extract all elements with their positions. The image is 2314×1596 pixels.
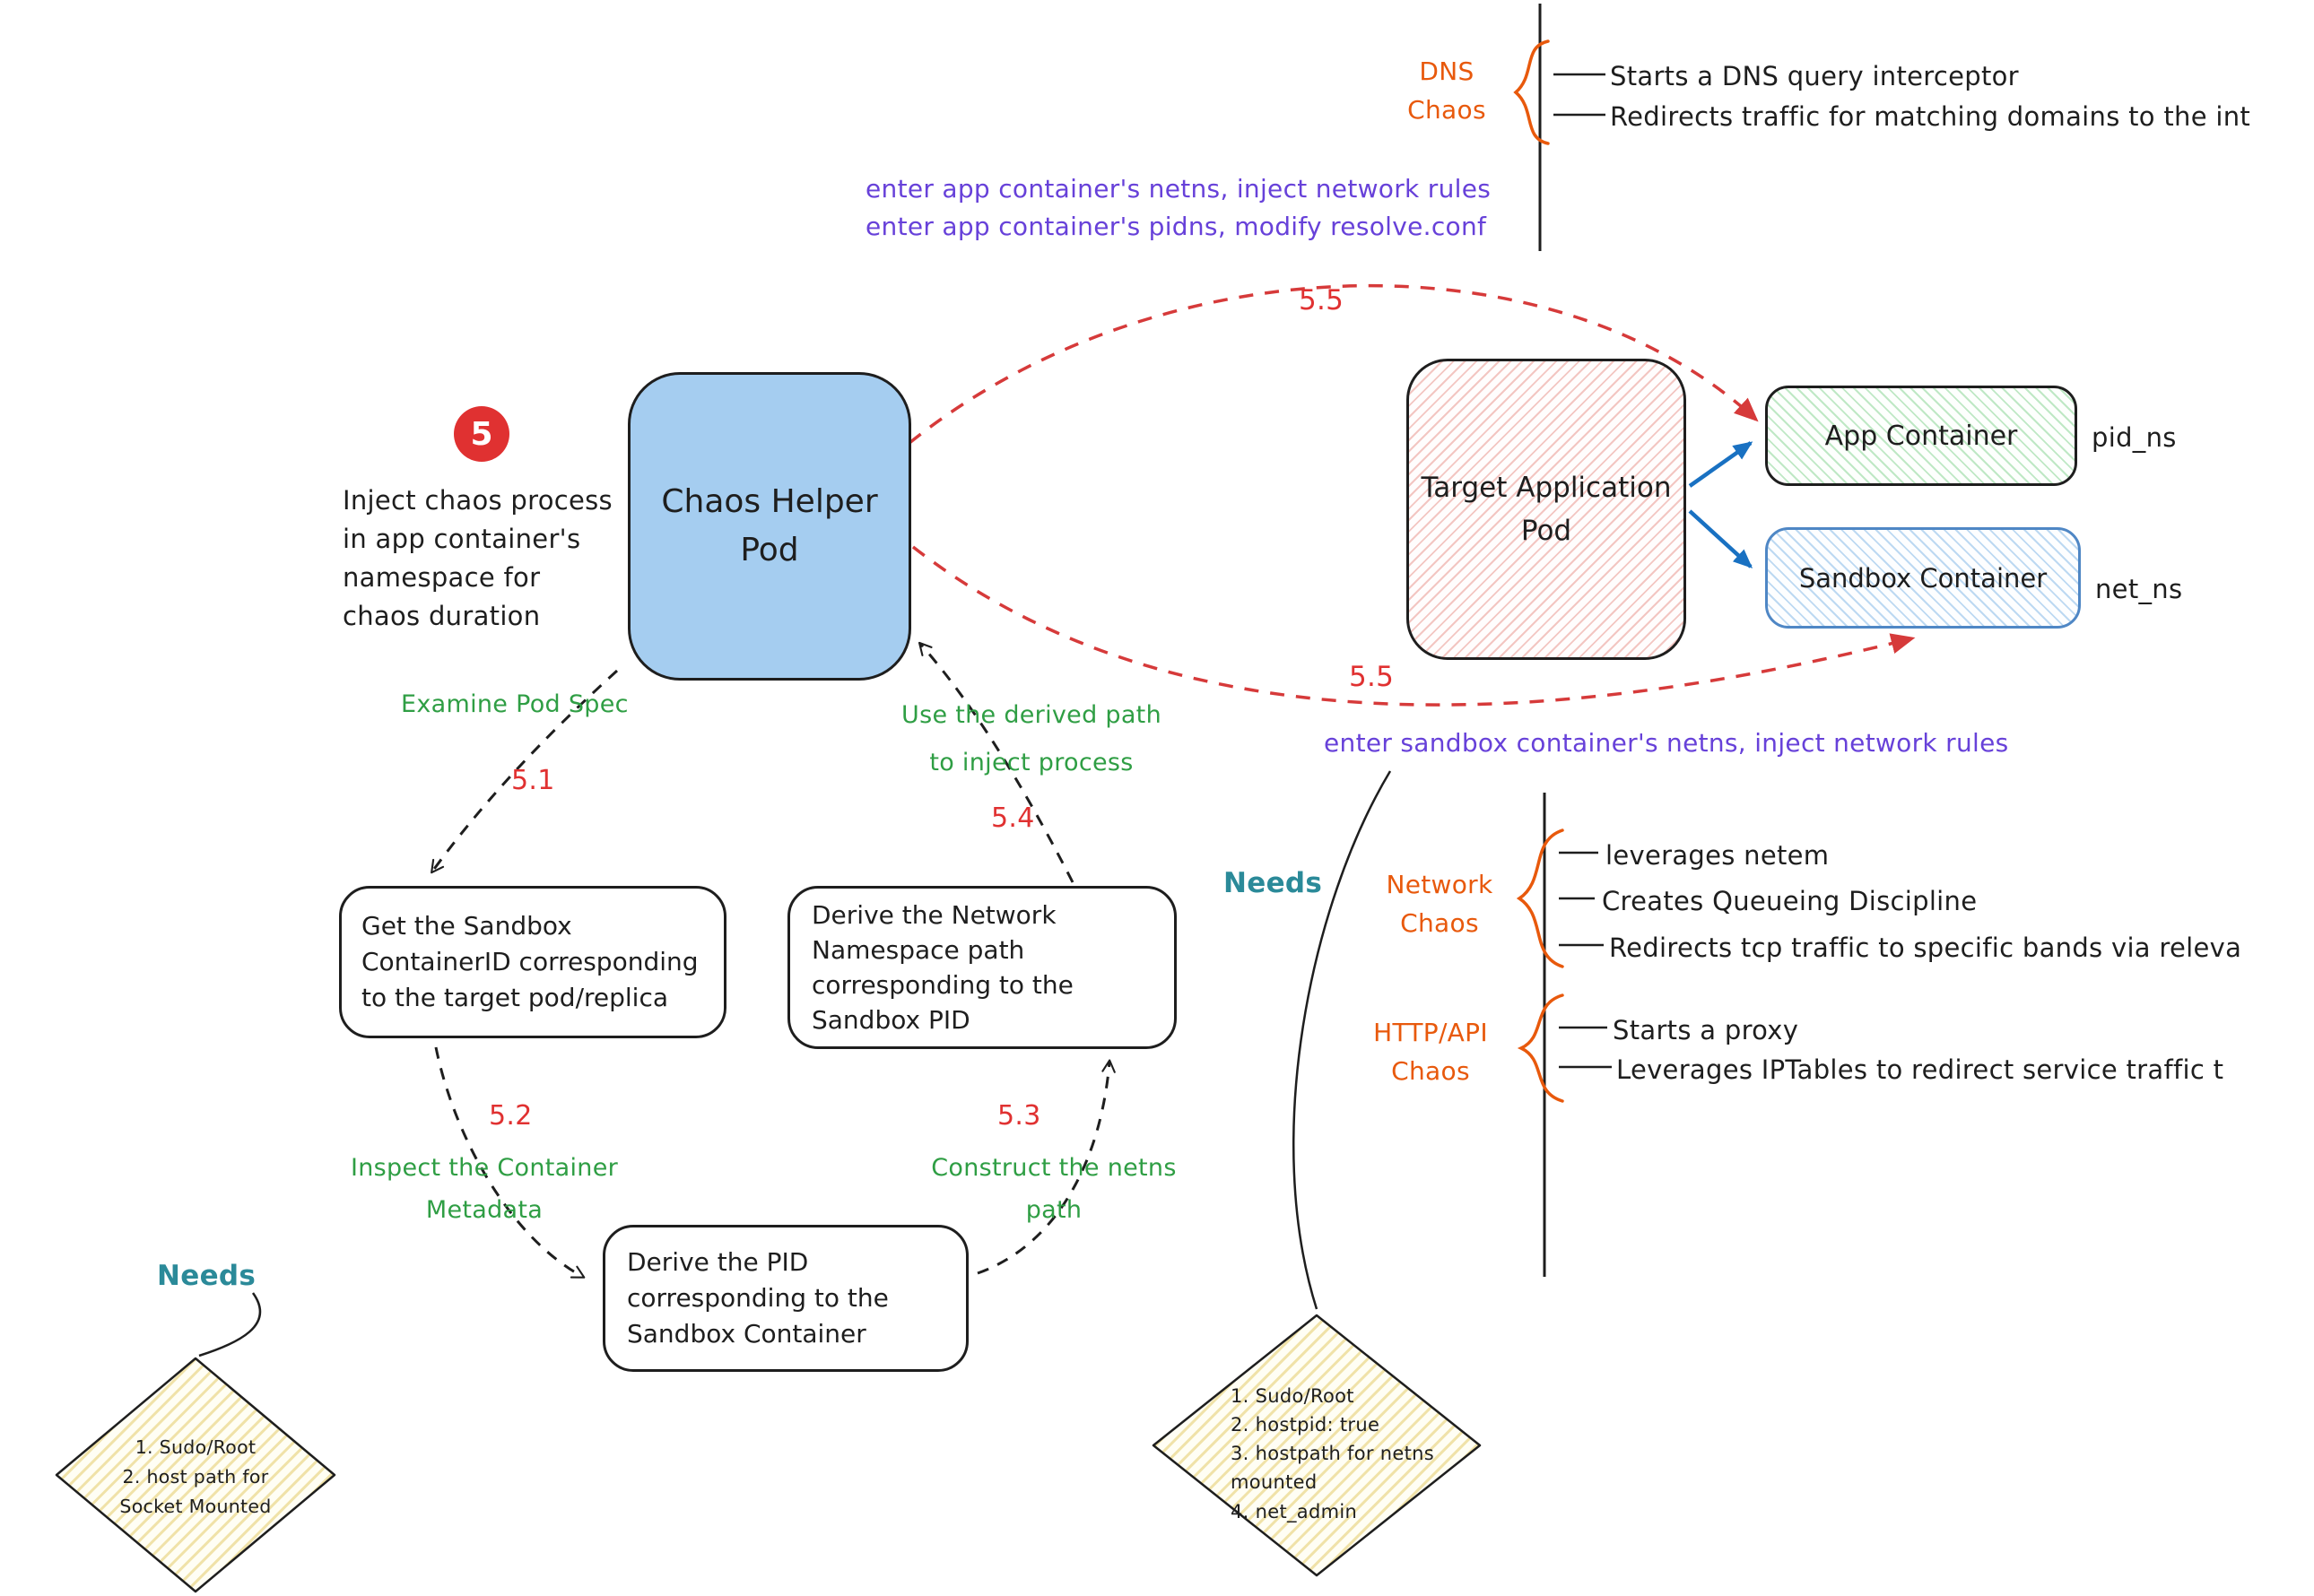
box-derive-pid: Derive the PID corresponding to the Sand… [603,1225,969,1372]
http-api-chaos-item-2: Leverages IPTables to redirect service t… [1616,1054,2224,1085]
dns-chaos-item-2: Redirects traffic for matching domains t… [1610,101,2251,132]
needs-left-title: Needs [157,1260,257,1292]
dns-chaos-item-1: Starts a DNS query interceptor [1610,61,2019,91]
arrow-pod-to-sandbox-container [1688,509,1753,568]
label-examine-pod-spec: Examine Pod Spec [401,690,629,718]
network-chaos-item-3: Redirects tcp traffic to specific bands … [1609,932,2242,963]
dns-chaos-title: DNS Chaos [1407,56,1486,126]
step-number-5-4: 5.4 [991,802,1035,834]
network-chaos-title: Network Chaos [1386,870,1493,939]
step-number-5-1: 5.1 [511,765,555,796]
node-target-application-pod: Target Application Pod [1406,359,1686,660]
needs-left-connector [198,1292,262,1357]
http-api-chaos-item-1: Starts a proxy [1613,1015,1799,1045]
network-brace [1516,828,1564,968]
label-pid-ns: pid_ns [2092,422,2177,453]
needs-left-items: 1. Sudo/Root 2. host path for Socket Mou… [119,1436,272,1517]
label-construct-netns-path: Construct the netns path [931,1154,1177,1225]
label-net-ns: net_ns [2095,574,2183,604]
note-sandbox-container-injection: enter sandbox container's netns, inject … [1324,728,2009,758]
dns-brace [1513,39,1550,145]
node-app-container: App Container [1765,386,2077,486]
box-derive-netns-path: Derive the Network Namespace path corres… [787,886,1177,1049]
http-brace [1517,993,1564,1103]
node-sandbox-container: Sandbox Container [1765,527,2081,629]
needs-right-items: 1. Sudo/Root 2. hostpid: true 3. hostpat… [1231,1385,1435,1522]
note-app-container-injection: enter app container's netns, inject netw… [866,174,1492,241]
network-chaos-item-1: leverages netem [1605,840,1830,871]
label-inspect-container-metadata: Inspect the Container Metadata [350,1154,619,1225]
step-number-5-5-app: 5.5 [1299,284,1344,317]
http-api-chaos-title: HTTP/API Chaos [1373,1018,1488,1087]
step-number-5-5-sandbox: 5.5 [1349,661,1395,693]
step-number-5-3: 5.3 [997,1100,1041,1132]
label-use-derived-path: Use the derived path to inject process [901,701,1161,776]
step-note: Inject chaos process in app container's … [343,485,613,631]
needs-right-title: Needs [1223,867,1323,899]
step-number-5-2: 5.2 [489,1100,533,1132]
step-badge: 5 [454,406,509,462]
box-get-sandbox-containerid: Get the Sandbox ContainerID correspondin… [339,886,726,1038]
network-chaos-item-2: Creates Queueing Discipline [1602,886,1978,916]
arrow-pod-to-app-container [1688,441,1753,488]
node-chaos-helper-pod: Chaos Helper Pod [628,372,911,681]
